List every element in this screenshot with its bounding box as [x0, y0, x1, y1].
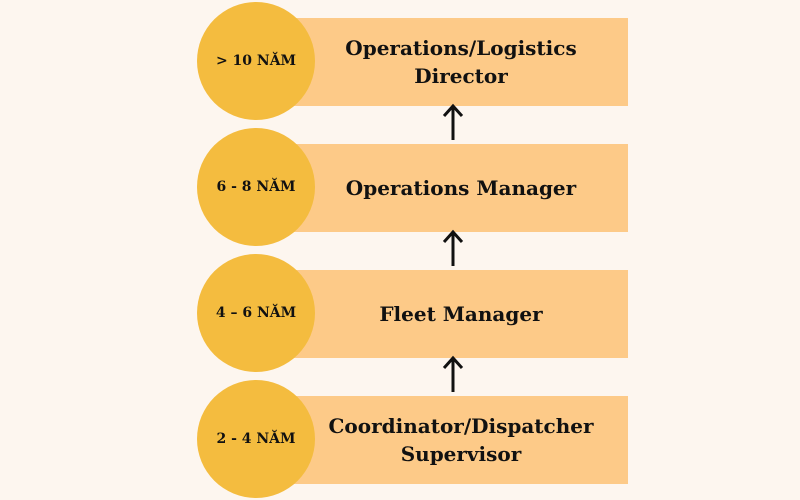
- role-bar-operations-logistics-director: Operations/Logistics Director: [288, 18, 628, 106]
- role-bar-coordinator-dispatcher-supervisor: Coordinator/Dispatcher Supervisor: [288, 396, 628, 484]
- years-circle: 4 – 6 NĂM: [197, 254, 315, 372]
- arrow-up-icon: [442, 103, 464, 140]
- role-label: Coordinator/Dispatcher Supervisor: [328, 414, 594, 466]
- role-bar-operations-manager: Operations Manager: [288, 144, 628, 232]
- role-bar-fleet-manager: Fleet Manager: [288, 270, 628, 358]
- arrow-up-icon: [442, 355, 464, 392]
- role-label: Operations/Logistics Director: [345, 36, 577, 88]
- years-label: 4 – 6 NĂM: [215, 305, 297, 321]
- role-label: Operations Manager: [345, 176, 577, 200]
- role-label: Fleet Manager: [379, 302, 543, 326]
- years-label: 2 - 4 NĂM: [216, 431, 296, 447]
- years-label: > 10 NĂM: [215, 53, 297, 69]
- years-circle: 6 - 8 NĂM: [197, 128, 315, 246]
- years-label: 6 - 8 NĂM: [216, 179, 296, 195]
- years-circle: > 10 NĂM: [197, 2, 315, 120]
- arrow-up-icon: [442, 229, 464, 266]
- years-circle: 2 - 4 NĂM: [197, 380, 315, 498]
